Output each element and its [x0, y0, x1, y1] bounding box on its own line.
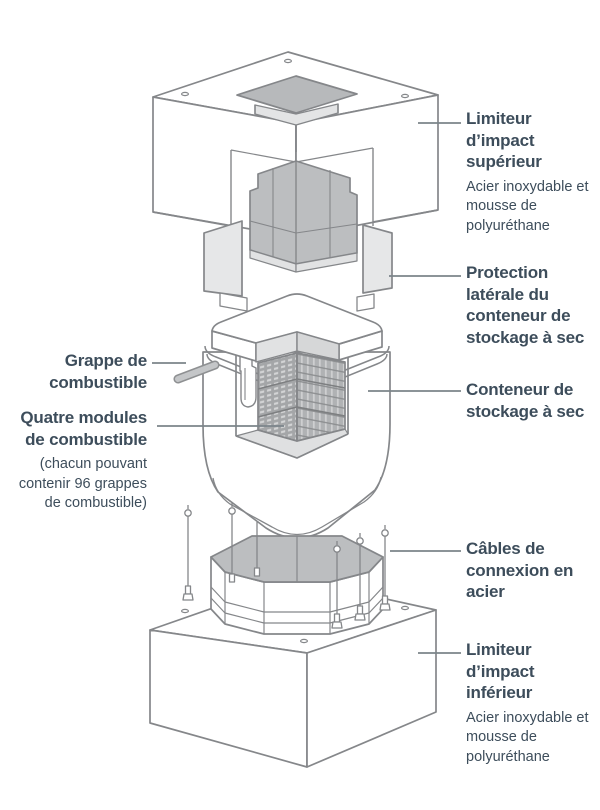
label-dry-storage-container: Conteneur de stockage à sec [466, 379, 596, 422]
label-subtitle-line: de combustible) [44, 495, 147, 511]
fuel-rod-drawing [173, 360, 220, 384]
cable [354, 533, 366, 621]
label-title-line: Limiteur [466, 109, 532, 128]
label-title-line: inférieur [466, 683, 533, 702]
label-title-line: connexion en [466, 560, 574, 580]
connection-cables-drawing [182, 503, 391, 629]
cable [331, 541, 343, 629]
label-title-line: Conteneur de [466, 380, 574, 399]
label-title-line: combustible [49, 372, 147, 392]
label-upper-impact-limiter: Limiteur d’impact supérieur Acier inoxyd… [466, 108, 596, 236]
label-subtitle-line: Acier inoxydable et [466, 709, 589, 726]
side-protection-drawing [203, 160, 393, 312]
label-title-line: stockage à sec [466, 401, 585, 421]
label-title-line: stockage à sec [466, 327, 585, 347]
label-steel-cables: Câbles de connexion en acier [466, 538, 596, 603]
label-title-line: supérieur [466, 152, 542, 171]
label-title-line: acier [466, 582, 505, 601]
label-subtitle-line: contenir 96 grappes [18, 475, 147, 492]
label-title-line: d’impact [466, 661, 535, 681]
label-title-line: Câbles de [466, 539, 545, 558]
label-title-line: latérale du [466, 284, 549, 304]
label-subtitle-line: Acier inoxydable et [466, 178, 589, 195]
label-subtitle-line: mousse de [466, 729, 537, 745]
cable [182, 505, 194, 601]
label-subtitle-line: polyuréthane [466, 748, 550, 765]
label-title-line: Limiteur [466, 640, 532, 659]
label-title-line: Grappe de [64, 351, 147, 370]
label-title-line: d’impact [466, 130, 535, 150]
label-fuel-modules: Quatre modules de combustible (chacun po… [2, 407, 147, 514]
cable [228, 503, 236, 583]
vent-dots [181, 605, 410, 644]
fuel-modules-grid [257, 352, 346, 442]
label-subtitle-line: (chacun pouvant [39, 456, 147, 472]
cable [379, 525, 391, 611]
label-side-protection: Protection latérale du conteneur de stoc… [466, 262, 596, 348]
cable [253, 522, 261, 577]
label-subtitle-line: polyuréthane [466, 217, 550, 234]
label-title-line: Quatre modules [20, 408, 147, 427]
storage-container-drawing [202, 293, 391, 539]
vent-dots [181, 58, 410, 99]
label-subtitle-line: mousse de [466, 198, 537, 214]
label-title-line: Protection [466, 263, 549, 282]
label-fuel-bundle: Grappe de combustible [2, 350, 147, 393]
leader-lines [152, 122, 461, 654]
label-lower-impact-limiter: Limiteur d’impact inférieur Acier inoxyd… [466, 639, 596, 767]
label-title-line: de combustible [25, 429, 147, 449]
label-title-line: conteneur de [466, 306, 571, 325]
latch-hook [239, 348, 257, 408]
